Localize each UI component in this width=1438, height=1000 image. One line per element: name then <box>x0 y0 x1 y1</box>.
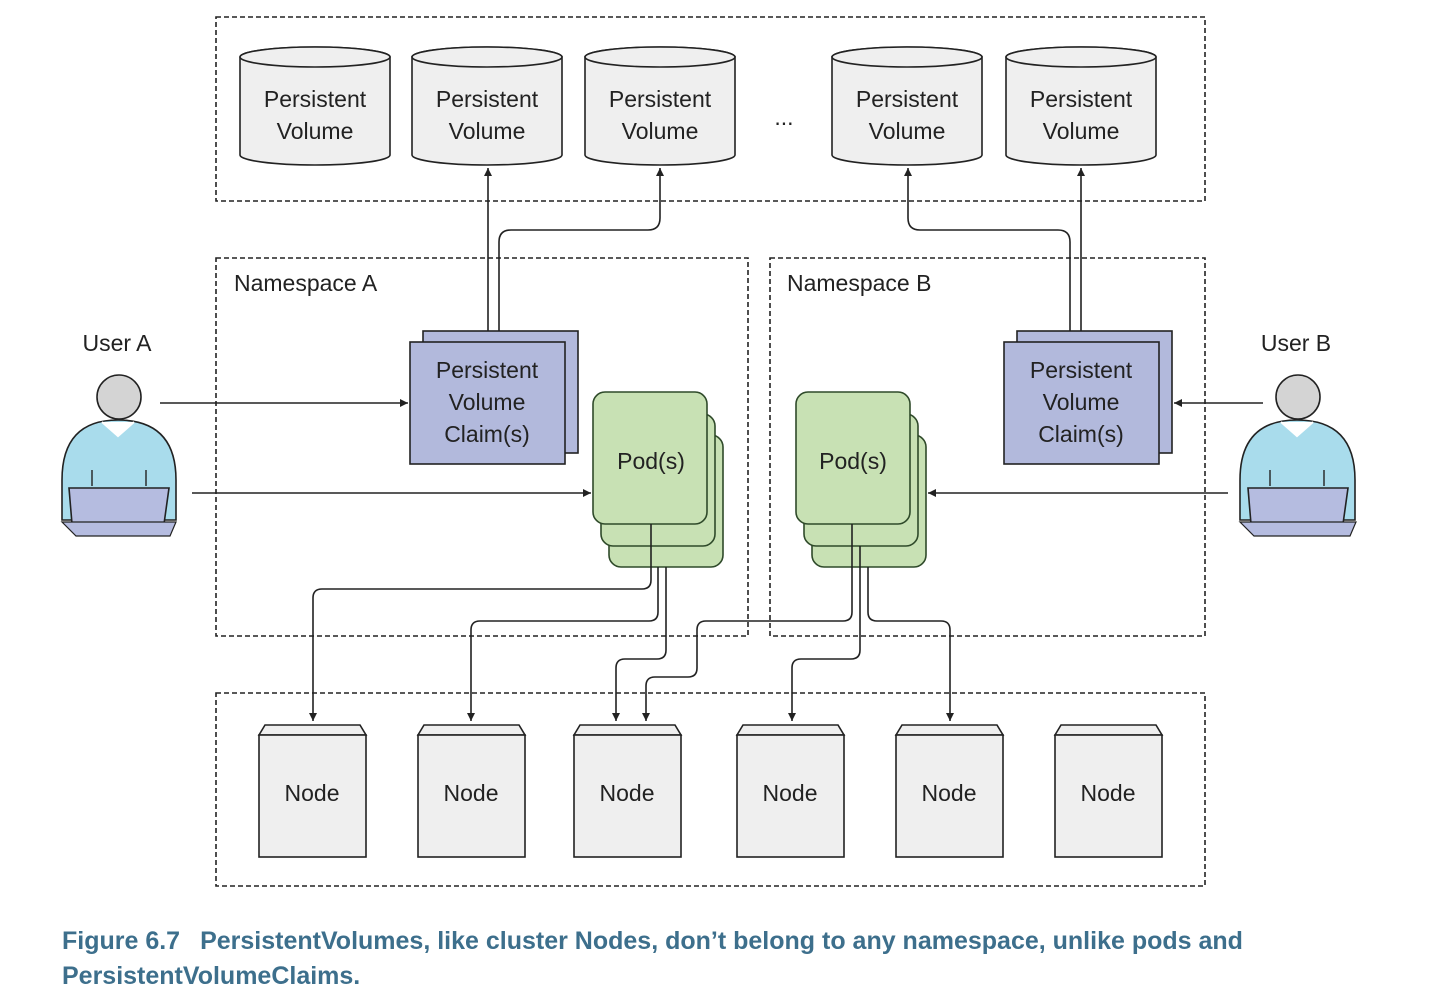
volume-label-line1: Persistent <box>609 86 712 112</box>
figure-number: Figure 6.7 <box>62 927 181 955</box>
volume-label-line1: Persistent <box>1030 86 1133 112</box>
node-label: Node <box>1081 780 1136 806</box>
pod-b-to-node-4-arrow <box>788 546 861 721</box>
node-label: Node <box>285 780 340 806</box>
persistent-volume-2: Persistent Volume <box>411 46 563 166</box>
laptop-icon <box>68 487 170 525</box>
laptop-base <box>1238 521 1357 537</box>
claim-label-line1: Persistent <box>436 357 539 383</box>
claim-b-to-volume-4-arrow <box>904 168 1071 332</box>
laptop-base <box>60 521 177 537</box>
persistent-volume-3: Persistent Volume <box>584 46 736 166</box>
volume-label-line2: Volume <box>1043 118 1120 144</box>
pod-b-to-node-3-arrow <box>642 524 853 721</box>
persistent-volume-claims-b: Persistent Volume Claim(s) <box>1003 330 1173 465</box>
user-a-head <box>96 374 142 420</box>
claim-label-line3: Claim(s) <box>444 421 530 447</box>
node-2: Node <box>416 724 527 858</box>
volumes-ellipsis: ... <box>774 104 793 130</box>
node-label: Node <box>763 780 818 806</box>
node-4: Node <box>735 724 846 858</box>
user-b-head <box>1275 374 1321 420</box>
node-1: Node <box>257 724 368 858</box>
pods-a: Pod(s) <box>592 391 724 568</box>
pod-a-to-node-1-arrow <box>309 524 652 721</box>
node-label: Node <box>922 780 977 806</box>
persistent-volume-5: Persistent Volume <box>1005 46 1157 166</box>
persistent-volume-4: Persistent Volume <box>831 46 983 166</box>
user-b: User B <box>1238 330 1357 537</box>
namespace-b-container <box>769 257 1206 637</box>
namespace-a-container <box>215 257 749 637</box>
claim-label-line2: Volume <box>449 389 526 415</box>
volume-label-line1: Persistent <box>856 86 959 112</box>
volume-label-line2: Volume <box>449 118 526 144</box>
volume-label-line2: Volume <box>622 118 699 144</box>
user-a-label: User A <box>82 330 152 356</box>
pod-b-label: Pod(s) <box>819 448 887 474</box>
laptop-icon <box>1247 487 1349 525</box>
pod-b-to-node-5-arrow <box>867 567 954 721</box>
volume-label-line1: Persistent <box>436 86 539 112</box>
pod-a-label: Pod(s) <box>617 448 685 474</box>
node-label: Node <box>444 780 499 806</box>
claim-a-to-volume-3-arrow <box>498 168 664 332</box>
pod-a-to-node-2-arrow <box>467 567 659 721</box>
volume-label-line2: Volume <box>869 118 946 144</box>
pod-a-to-node-3-arrow <box>612 567 667 721</box>
claim-label-line2: Volume <box>1043 389 1120 415</box>
namespace-a-title: Namespace A <box>234 270 378 296</box>
volume-label-line1: Persistent <box>264 86 367 112</box>
namespace-b-title: Namespace B <box>787 270 931 296</box>
volume-label-line2: Volume <box>277 118 354 144</box>
persistent-volume-1: Persistent Volume <box>239 46 391 166</box>
figure-caption-text: PersistentVolumes, like cluster Nodes, d… <box>62 927 1243 990</box>
claim-label-line1: Persistent <box>1030 357 1133 383</box>
persistent-volumes-container <box>215 16 1206 202</box>
persistent-volume-claims-a: Persistent Volume Claim(s) <box>409 330 579 465</box>
node-label: Node <box>600 780 655 806</box>
nodes-container <box>215 692 1206 887</box>
node-6: Node <box>1053 724 1164 858</box>
user-b-label: User B <box>1261 330 1331 356</box>
node-3: Node <box>572 724 683 858</box>
node-5: Node <box>894 724 1005 858</box>
pods-b: Pod(s) <box>795 391 927 568</box>
claim-label-line3: Claim(s) <box>1038 421 1124 447</box>
user-a: User A <box>60 330 177 537</box>
